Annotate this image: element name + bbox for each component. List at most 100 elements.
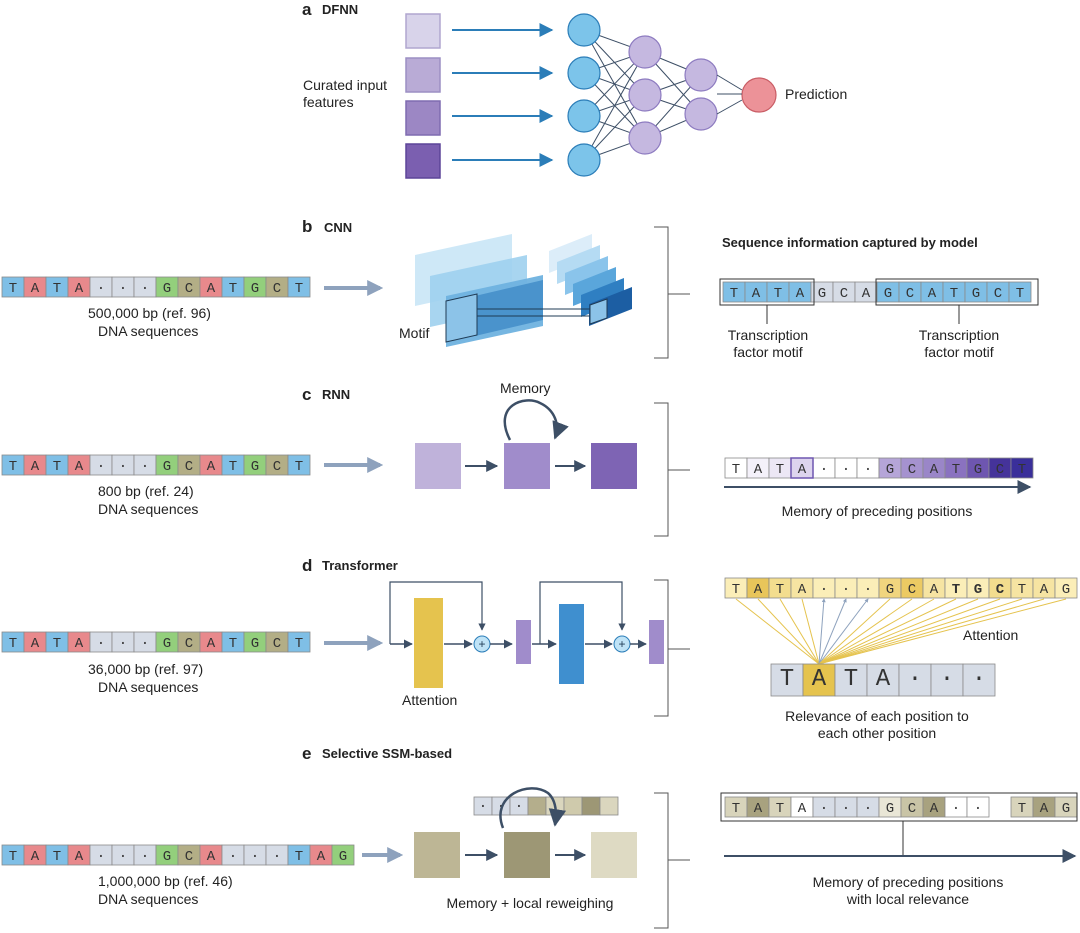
sequence-base: T <box>9 636 17 652</box>
rnn-seq-label: DNA sequences <box>98 501 198 517</box>
motif-2-line1: Transcription <box>919 327 999 343</box>
sequence-base: C <box>185 849 193 865</box>
input-node <box>567 13 601 47</box>
input-feature-4 <box>405 143 441 179</box>
panel-c-title: RNN <box>322 387 350 402</box>
sequence-base: A <box>876 666 891 693</box>
sequence-base: T <box>732 462 740 478</box>
mini-base: · <box>479 799 487 815</box>
motif-2-line2: factor motif <box>924 344 993 360</box>
sequence-base: A <box>207 636 216 652</box>
feedforward-block <box>559 604 584 684</box>
sequence-base: · <box>97 849 105 865</box>
sequence-base: G <box>251 281 259 297</box>
sequence-cell <box>770 663 804 697</box>
sequence-base: A <box>812 666 827 693</box>
sequence-base: G <box>972 286 980 302</box>
sequence-base: G <box>886 801 894 817</box>
add-node-2-symbol: + <box>618 637 625 651</box>
sequence-base: C <box>273 281 281 297</box>
panel-b-title: CNN <box>324 220 352 235</box>
network-nodes <box>567 13 777 177</box>
sequence-base: C <box>185 636 193 652</box>
ssm-cell-3 <box>591 832 637 878</box>
rnn-bracket <box>654 402 690 537</box>
sequence-base: G <box>886 582 894 598</box>
sequence-base: A <box>862 286 871 302</box>
memory-loop-arrow <box>503 399 569 441</box>
mini-cell <box>527 796 547 816</box>
sequence-base: T <box>295 281 303 297</box>
sequence-base: · <box>141 459 149 475</box>
sequence-base: A <box>75 281 84 297</box>
attention-line <box>818 598 1045 665</box>
input-arrows <box>452 23 554 167</box>
cnn-feature-maps <box>415 234 632 347</box>
prediction-label: Prediction <box>785 86 847 102</box>
sequence-base: T <box>53 459 61 475</box>
attention-block <box>414 598 443 688</box>
hidden-node <box>684 97 718 131</box>
sequence-base: G <box>163 459 171 475</box>
sequence-base: T <box>295 849 303 865</box>
sequence-base: C <box>273 459 281 475</box>
motif-label: Motif <box>399 325 429 341</box>
sequence-base: C <box>273 636 281 652</box>
sequence-cell <box>962 663 996 697</box>
attention-line <box>818 598 935 665</box>
input-node <box>567 99 601 133</box>
sequence-base: · <box>251 849 259 865</box>
sequence-base: T <box>295 459 303 475</box>
panel-e-title: Selective SSM-based <box>322 746 452 761</box>
sequence-base: A <box>798 801 807 817</box>
ssm-mini-sequence: ··· <box>473 796 619 816</box>
sequence-base: C <box>185 459 193 475</box>
ssm-seq-label: DNA sequences <box>98 891 198 907</box>
rnn-cell-1 <box>415 443 461 489</box>
panel-a-dfnn: a DFNN Curated input features Prediction <box>302 0 847 179</box>
sequence-base: C <box>994 286 1002 302</box>
input-node <box>567 56 601 90</box>
info-title: Sequence information captured by model <box>722 235 978 250</box>
ssm-memory-frame <box>720 792 1078 822</box>
ssm-size-label: 1,000,000 bp (ref. 46) <box>98 873 233 889</box>
transformer-size-label: 36,000 bp (ref. 97) <box>88 661 203 677</box>
sequence-base: T <box>776 801 784 817</box>
sequence-base: T <box>9 281 17 297</box>
mini-base: · <box>515 799 523 815</box>
sequence-cell <box>1054 577 1078 599</box>
output-edge-2 <box>716 99 743 115</box>
sequence-base: A <box>754 801 763 817</box>
sequence-base: A <box>930 801 939 817</box>
input-features-label-2: features <box>303 94 354 110</box>
ssm-bracket <box>654 792 690 929</box>
sequence-base: T <box>730 286 738 302</box>
sequence-base: T <box>295 636 303 652</box>
mini-cell <box>581 796 601 816</box>
sequence-base: A <box>207 849 216 865</box>
sequence-base: T <box>53 281 61 297</box>
input-features-label-1: Curated input <box>303 77 387 93</box>
sequence-base: T <box>1016 286 1024 302</box>
sequence-base: C <box>185 281 193 297</box>
attention-line <box>801 598 820 665</box>
sequence-base: · <box>97 281 105 297</box>
ssm-cell-2 <box>504 832 550 878</box>
rnn-caption: Memory of preceding positions <box>782 503 973 519</box>
ssm-cell-1 <box>414 832 460 878</box>
motif-1-line2: factor motif <box>733 344 802 360</box>
sequence-base: A <box>75 849 84 865</box>
sequence-base: A <box>798 582 807 598</box>
norm-block-1 <box>516 620 531 664</box>
sequence-base: · <box>952 801 960 817</box>
panel-a-title: DFNN <box>322 2 358 17</box>
sequence-base: T <box>1018 801 1026 817</box>
add-node-1-symbol: + <box>478 637 485 651</box>
sequence-base: A <box>31 636 40 652</box>
sequence-base: · <box>97 459 105 475</box>
input-feature-1 <box>405 13 441 49</box>
sequence-base: G <box>1062 801 1070 817</box>
